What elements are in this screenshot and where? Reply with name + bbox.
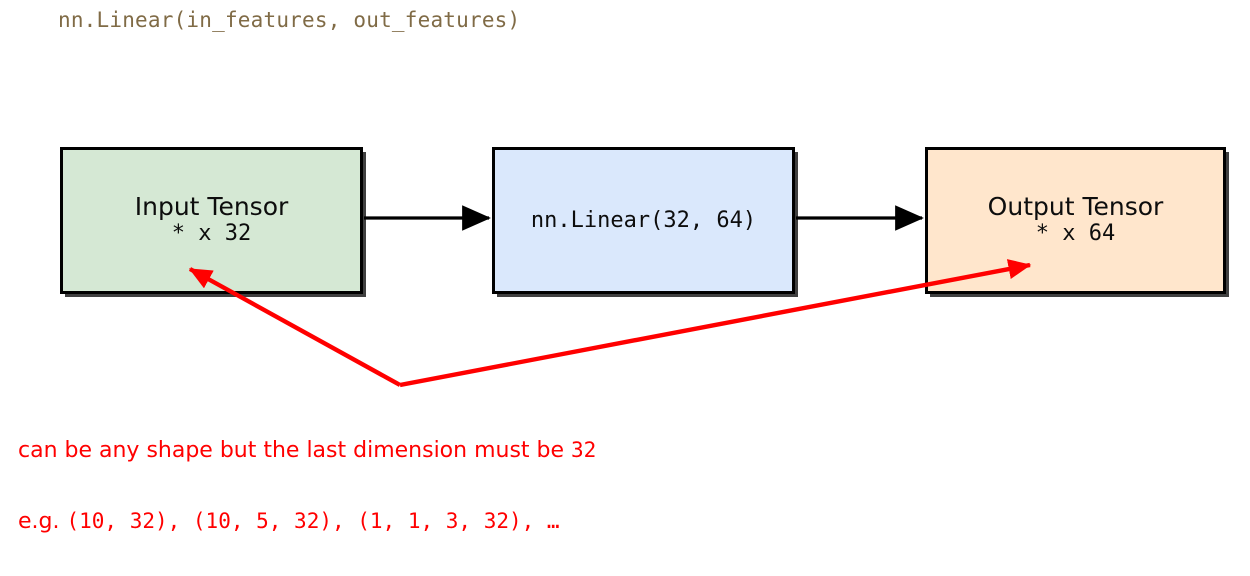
node-input-tensor[interactable]: Input Tensor * x 32	[60, 147, 363, 294]
node-output-tensor[interactable]: Output Tensor * x 64	[925, 147, 1226, 294]
page-title: nn.Linear(in_features, out_features)	[58, 8, 521, 32]
annotation-line1-value: 32	[571, 438, 597, 462]
annotation-caption-line-2: e.g. (10, 32), (10, 5, 32), (1, 1, 3, 32…	[18, 505, 596, 538]
annotation-line2-text: e.g.	[18, 509, 67, 534]
annotation-line2-value: (10, 32), (10, 5, 32), (1, 1, 3, 32), …	[66, 509, 560, 533]
annotation-caption: can be any shape but the last dimension …	[18, 396, 596, 576]
node-input-tensor-shape: * x 32	[171, 221, 252, 247]
node-linear-layer-label: nn.Linear(32, 64)	[530, 208, 757, 233]
node-output-tensor-label: Output Tensor	[987, 192, 1164, 222]
node-output-tensor-shape: * x 64	[1035, 221, 1116, 247]
diagram-canvas: nn.Linear(in_features, out_features) Inp…	[18, 8, 1226, 534]
node-input-tensor-label: Input Tensor	[134, 192, 289, 222]
annotation-caption-line-1: can be any shape but the last dimension …	[18, 434, 596, 467]
node-linear-layer[interactable]: nn.Linear(32, 64)	[492, 147, 795, 294]
annotation-line1-text: can be any shape but the last dimension …	[18, 438, 572, 463]
